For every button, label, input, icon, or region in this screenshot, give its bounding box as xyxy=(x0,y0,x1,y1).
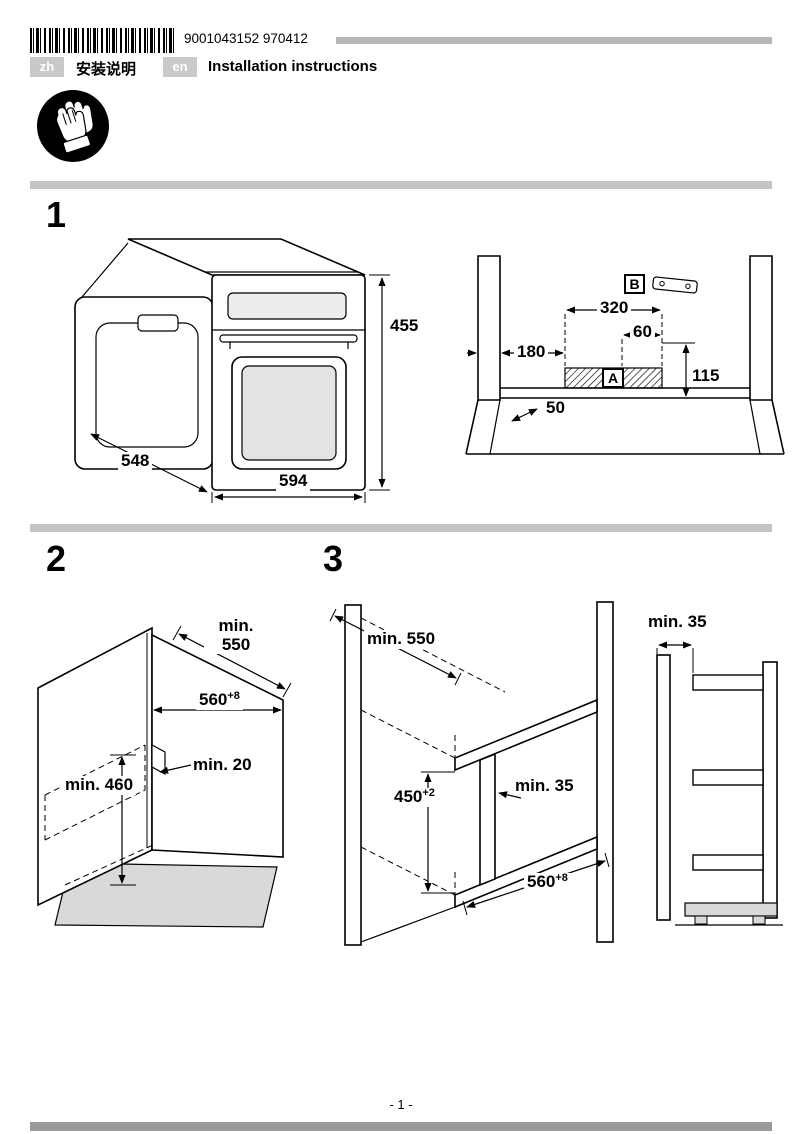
niche-front-view-drawing xyxy=(465,255,785,455)
zone-label-box: A xyxy=(602,368,624,388)
language-tag-zh: zh xyxy=(30,57,64,77)
dim-label-cab3-width: 560+8 xyxy=(524,872,571,892)
dim-label-niche-320: 320 xyxy=(597,298,632,318)
section-number-2: 2 xyxy=(46,538,67,579)
bracket-label-box: B xyxy=(624,274,645,294)
title-zh: 安装说明 xyxy=(76,61,137,78)
base-cabinet-isometric-drawing xyxy=(37,625,292,928)
side-clearance-drawing xyxy=(656,641,783,926)
plinth xyxy=(54,862,278,928)
page-number: - 1 - xyxy=(389,1097,413,1112)
dim-label-cab2-width: 560+8 xyxy=(196,690,243,710)
barcode-text: 9001043152 970412 xyxy=(184,31,308,46)
section-number-3: 3 xyxy=(323,538,344,579)
dim-label-oven-height: 455 xyxy=(390,316,419,335)
dim-label-niche-50: 50 xyxy=(546,398,565,417)
barcode xyxy=(30,28,176,53)
dim-tolerance: +2 xyxy=(422,787,435,799)
header-separator-bar xyxy=(336,37,772,44)
tall-cabinet-section-drawing xyxy=(329,601,614,946)
dim-label-niche-115: 115 xyxy=(692,366,720,385)
dim-value: 560 xyxy=(527,872,556,891)
dim-label-cab3-depth: min. 550 xyxy=(364,629,439,649)
dim-label-cab2-depth: min. 550 xyxy=(204,616,268,655)
dim-tolerance: +8 xyxy=(555,872,568,884)
dim-tolerance: +8 xyxy=(227,690,240,702)
dim-label-cab3-height: 450+2 xyxy=(391,787,438,807)
section-divider-top xyxy=(30,181,772,189)
section-divider-middle xyxy=(30,524,772,532)
protective-gloves-icon xyxy=(37,90,109,162)
section-number-1: 1 xyxy=(46,194,67,235)
dim-value: 560 xyxy=(199,690,228,709)
dim-label-oven-depth: 548 xyxy=(118,451,153,471)
dim-label-niche-180: 180 xyxy=(514,342,549,362)
dim-label-cab3-rear-gap: min. 35 xyxy=(515,776,574,795)
dim-label-niche-60: 60 xyxy=(630,322,655,342)
oven-isometric-drawing xyxy=(74,238,390,503)
title-en: Installation instructions xyxy=(208,58,378,75)
dim-label-cab2-gap: min. 20 xyxy=(193,755,252,774)
mounting-bracket xyxy=(652,276,698,294)
language-tag-en: en xyxy=(163,57,197,77)
footer-bar xyxy=(30,1122,772,1131)
dim-label-oven-width: 594 xyxy=(276,471,311,491)
dim-label-side-gap: min. 35 xyxy=(648,612,707,631)
dim-label-cab2-height: min. 460 xyxy=(62,775,137,795)
dim-value: 450 xyxy=(394,787,423,806)
